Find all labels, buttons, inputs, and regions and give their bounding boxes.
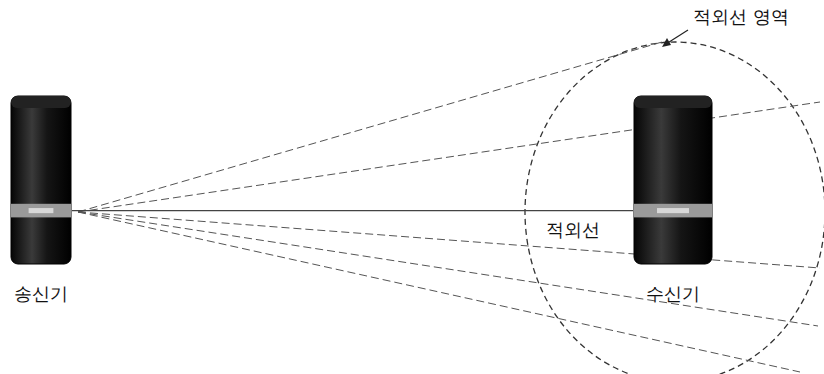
sensor-label: 수신기 — [646, 283, 700, 305]
infrared-sensor: 수신기 — [633, 95, 713, 265]
sensor-label: 송신기 — [14, 283, 68, 305]
beam-label: 적외선 — [543, 219, 603, 241]
infrared-sensor: 송신기 — [10, 95, 72, 265]
infrared-beam-spread — [78, 42, 820, 372]
sensor-body — [633, 95, 713, 265]
leader-arrowhead — [662, 38, 671, 47]
leader-arrow — [666, 30, 688, 44]
sensor-body — [10, 95, 72, 265]
infrared-area-circle — [525, 42, 824, 374]
area-label: 적외선 영역 — [690, 6, 792, 28]
infrared-beam — [72, 210, 633, 211]
